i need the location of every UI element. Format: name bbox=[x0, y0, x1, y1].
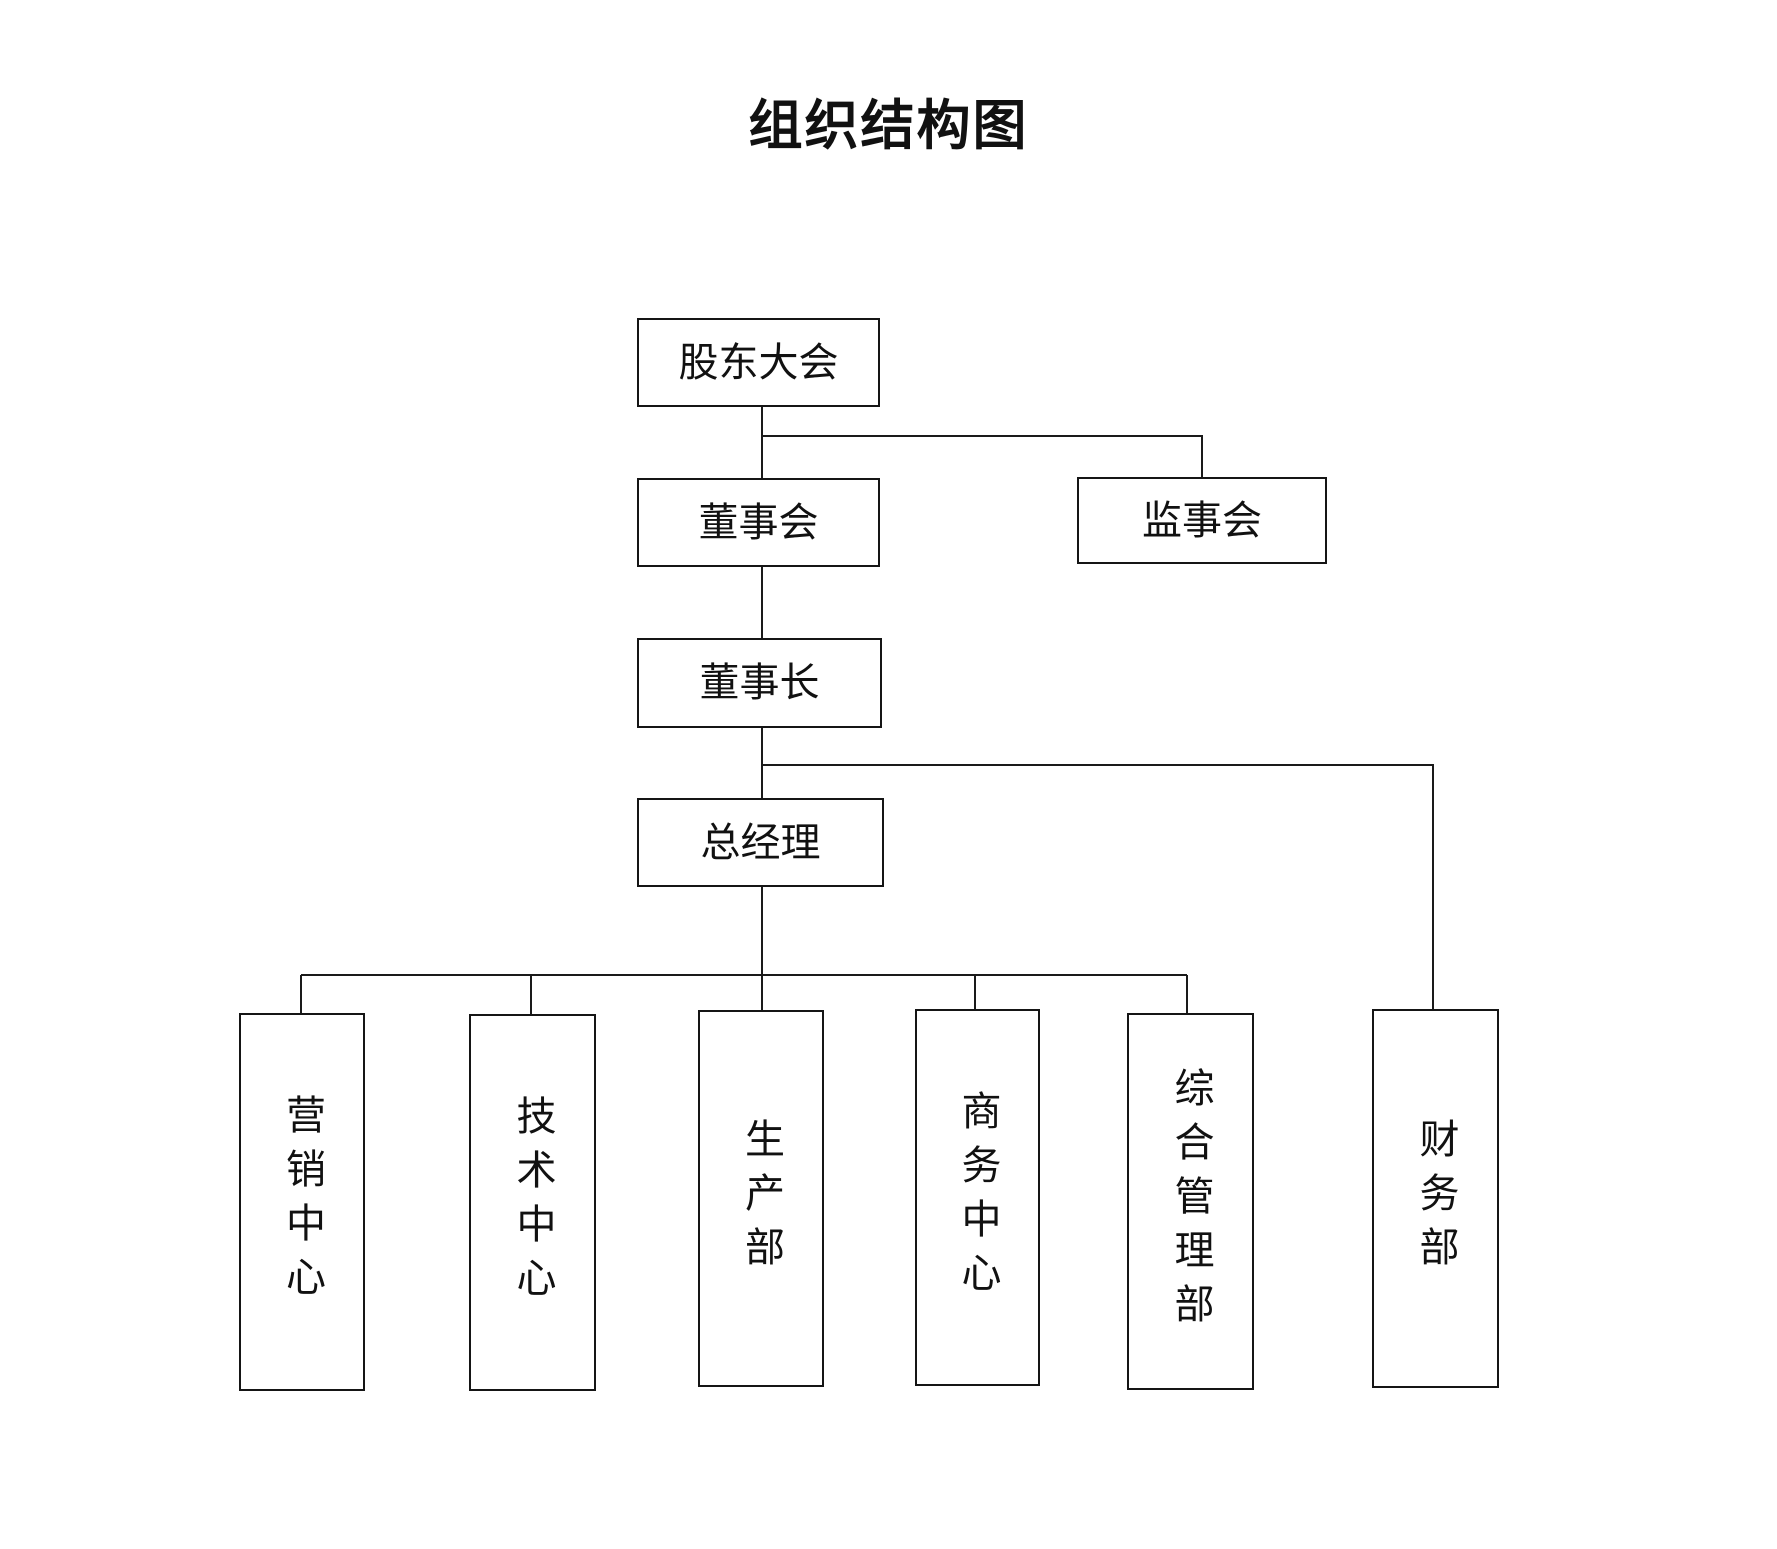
node-technology-center: 技术中心 bbox=[469, 1014, 596, 1391]
node-chairman-label: 董事长 bbox=[699, 660, 820, 706]
node-production-dept: 生产部 bbox=[698, 1010, 824, 1387]
node-board-of-directors: 董事会 bbox=[637, 478, 880, 567]
node-board-of-directors-label: 董事会 bbox=[698, 499, 819, 546]
node-board-of-supervisors-label: 监事会 bbox=[1142, 497, 1262, 544]
chart-title: 组织结构图 bbox=[748, 93, 1029, 157]
node-general-management-dept-label: 综合管理部 bbox=[1167, 1066, 1214, 1337]
node-business-center: 商务中心 bbox=[915, 1009, 1040, 1386]
node-board-of-supervisors: 监事会 bbox=[1077, 477, 1327, 564]
node-finance-dept: 财务部 bbox=[1372, 1009, 1499, 1388]
node-general-management-dept: 综合管理部 bbox=[1127, 1013, 1254, 1390]
node-general-manager: 总经理 bbox=[637, 798, 884, 887]
node-marketing-center-label: 营销中心 bbox=[279, 1094, 325, 1310]
node-production-dept-label: 生产部 bbox=[738, 1117, 784, 1280]
node-finance-dept-label: 财务部 bbox=[1412, 1117, 1459, 1280]
node-shareholders-meeting-label: 股东大会 bbox=[678, 339, 839, 386]
node-technology-center-label: 技术中心 bbox=[509, 1094, 556, 1311]
node-chairman: 董事长 bbox=[637, 638, 882, 728]
node-general-manager-label: 总经理 bbox=[700, 819, 821, 866]
node-business-center-label: 商务中心 bbox=[954, 1089, 1001, 1306]
node-shareholders-meeting: 股东大会 bbox=[637, 318, 880, 407]
node-marketing-center: 营销中心 bbox=[239, 1013, 365, 1391]
line-shareholders-to-supervisors bbox=[762, 435, 1203, 477]
